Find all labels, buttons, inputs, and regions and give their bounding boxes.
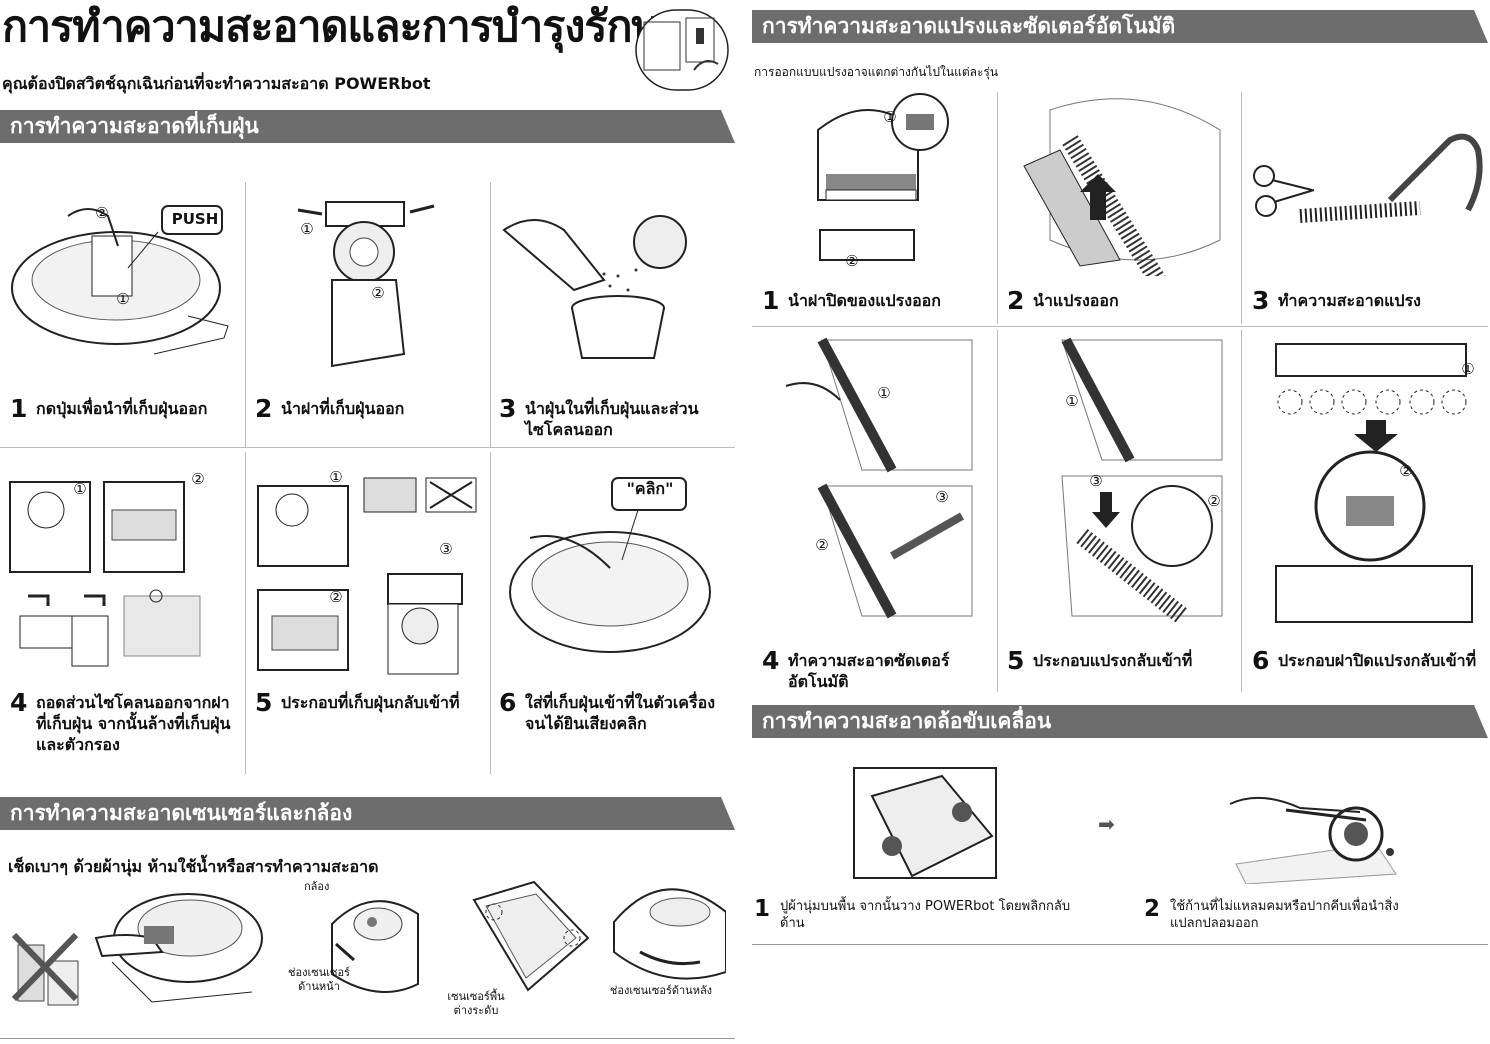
front-sensor-label: ช่องเซนเซอร์ด้านหน้า [288,966,350,993]
step-text: นำฝาที่เก็บฝุ่นออก [281,399,405,418]
rear-sensor-label: ช่องเซนเซอร์ด้านหลัง [609,984,713,997]
marker-1: ① [1461,360,1475,378]
step-text: ประกอบแปรงกลับเข้าที่ [1033,651,1193,670]
remove-brush-cover-illustration [796,90,956,276]
section-header-sensor: การทำความสะอาดเซนเซอร์และกล้อง [0,797,735,830]
step-number: 2 [1144,896,1161,922]
step-text: ทำความสะอาดซัดเตอร์อัตโนมัติ [788,651,950,691]
marker-3: ③ [439,540,453,558]
wheel-step-1: 1 ปูผ้านุ่มบนพื้น จากนั้นวาง POWERbot โด… [754,894,1084,932]
brush-step-6: 6 ประกอบฝาปิดแปรงกลับเข้าที่ [1252,646,1486,676]
section-header-wheel: การทำความสะอาดล้อขับเคลื่อน [752,705,1488,738]
reassemble-brush-illustration [1022,336,1226,628]
step-number: 1 [10,394,28,423]
marker-1: ① [883,108,897,126]
step-number: 5 [1007,646,1025,675]
marker-2: ② [815,536,829,554]
step-number: 5 [255,688,273,717]
push-label: PUSH [171,210,219,228]
clean-auto-shutter-illustration [782,336,978,628]
section-header-brush: การทำความสะอาดแปรงและซัดเตอร์อัตโนมัติ [752,10,1488,43]
rear-sensor-robot-illustration [610,882,726,982]
step-number: 4 [762,646,780,675]
step-text: ประกอบที่เก็บฝุ่นกลับเข้าที่ [281,693,460,712]
brush-design-note: การออกแบบแปรงอาจแตกต่างกันไปในแต่ละรุ่น [754,65,999,79]
dustbin-step-1: 1 กดปุ่มเพื่อนำที่เก็บฝุ่นออก [10,394,232,424]
sensor-instruction: เช็ดเบาๆ ด้วยผ้านุ่ม ห้ามใช้น้ำหรือสารทำ… [8,857,379,876]
insert-dustbin-click-illustration [500,468,726,668]
empty-dust-into-bin-illustration [500,196,730,360]
flip-robot-on-cloth-illustration [852,766,998,880]
step-number: 4 [10,688,28,717]
wash-dustbin-filter-illustration [6,466,238,680]
marker-1: ① [329,468,343,486]
marker-3: ③ [1089,472,1103,490]
step-text: ใส่ที่เก็บฝุ่นเข้าที่ในตัวเครื่องจนได้ยิ… [525,693,715,733]
step-number: 2 [255,394,273,423]
step-text: ประกอบฝาปิดแปรงกลับเข้าที่ [1278,651,1477,670]
brush-step-4: 4 ทำความสะอาดซัดเตอร์อัตโนมัติ [762,646,992,692]
step-text: ถอดส่วนไซโคลนออกจากฝาที่เก็บฝุ่น จากนั้น… [36,693,231,754]
marker-2: ② [191,470,205,488]
step-number: 6 [1252,646,1270,675]
remove-brush-illustration [1010,90,1230,276]
page-title: การทำความสะอาดและการบำรุงรักษา [2,2,683,52]
step-text: นำฝุ่นในที่เก็บฝุ่นและส่วนไซโคลนออก [525,399,699,439]
marker-1: ① [877,384,891,402]
wheel-step-2: 2 ใช้ก้านที่ไม่แหลมคมหรือปากคีบเพื่อนำสิ… [1144,894,1424,932]
step-number: 1 [762,286,780,315]
dustbin-lid-removal-illustration [296,196,436,368]
step-text: นำแปรงออก [1033,291,1119,310]
marker-1: ① [300,220,314,238]
marker-1: ① [1065,392,1079,410]
marker-2: ② [1399,462,1413,480]
dustbin-step-5: 5 ประกอบที่เก็บฝุ่นกลับเข้าที่ [255,688,483,718]
marker-2: ② [371,284,385,302]
floor-sensor-label: เซนเซอร์พื้นต่างระดับ [447,990,505,1017]
reassemble-dustbin-illustration [252,466,484,680]
step-number: 6 [499,688,517,717]
page-subtitle: คุณต้องปิดสวิตช์ฉุกเฉินก่อนที่จะทำความสะ… [2,74,431,93]
marker-2: ② [1207,492,1221,510]
step-text: กดปุ่มเพื่อนำที่เก็บฝุ่นออก [36,399,208,418]
click-label: "คลิก" [626,479,674,498]
floor-sensor-robot-bottom-illustration [472,880,590,992]
marker-2: ② [95,204,109,222]
dustbin-step-6: 6 ใส่ที่เก็บฝุ่นเข้าที่ในตัวเครื่องจนได้… [499,688,731,734]
step-number: 3 [499,394,517,423]
wipe-robot-illustration [92,882,268,1012]
dustbin-step-3: 3 นำฝุ่นในที่เก็บฝุ่นและส่วนไซโคลนออก [499,394,731,440]
step-text: ใช้ก้านที่ไม่แหลมคมหรือปากคีบเพื่อนำสิ่ง… [1170,899,1399,931]
step-number: 2 [1007,286,1025,315]
marker-1: ① [116,290,130,308]
arrow-right-icon: ➡ [1098,812,1115,836]
robot-push-button-illustration [8,196,236,366]
step-text: นำฝาปิดของแปรงออก [788,291,941,310]
brush-step-3: 3 ทำความสะอาดแปรง [1252,286,1486,316]
reassemble-brush-cover-illustration [1250,336,1484,628]
marker-1: ① [73,480,87,498]
brush-step-1: 1 นำฝาปิดของแปรงออก [762,286,992,316]
marker-3: ③ [935,488,949,506]
marker-2: ② [845,252,859,270]
camera-label: กล้อง [304,880,330,893]
clean-brush-scissors-illustration [1250,120,1484,240]
step-number: 3 [1252,286,1270,315]
marker-2: ② [329,588,343,606]
step-number: 1 [754,896,771,922]
dustbin-step-4: 4 ถอดส่วนไซโคลนออกจากฝาที่เก็บฝุ่น จากนั… [10,688,238,755]
brush-step-2: 2 นำแปรงออก [1007,286,1237,316]
no-water-cleaner-icon [10,925,86,1017]
section-header-dustbin: การทำความสะอาดที่เก็บฝุ่น [0,110,735,143]
remove-foreign-objects-wheel-illustration [1226,764,1402,884]
step-text: ทำความสะอาดแปรง [1278,291,1421,310]
emergency-switch-illustration [634,8,730,92]
brush-step-5: 5 ประกอบแปรงกลับเข้าที่ [1007,646,1237,676]
camera-sensor-robot-top-illustration [322,884,422,1000]
dustbin-step-2: 2 นำฝาที่เก็บฝุ่นออก [255,394,480,424]
step-text: ปูผ้านุ่มบนพื้น จากนั้นวาง POWERbot โดยพ… [780,899,1071,931]
